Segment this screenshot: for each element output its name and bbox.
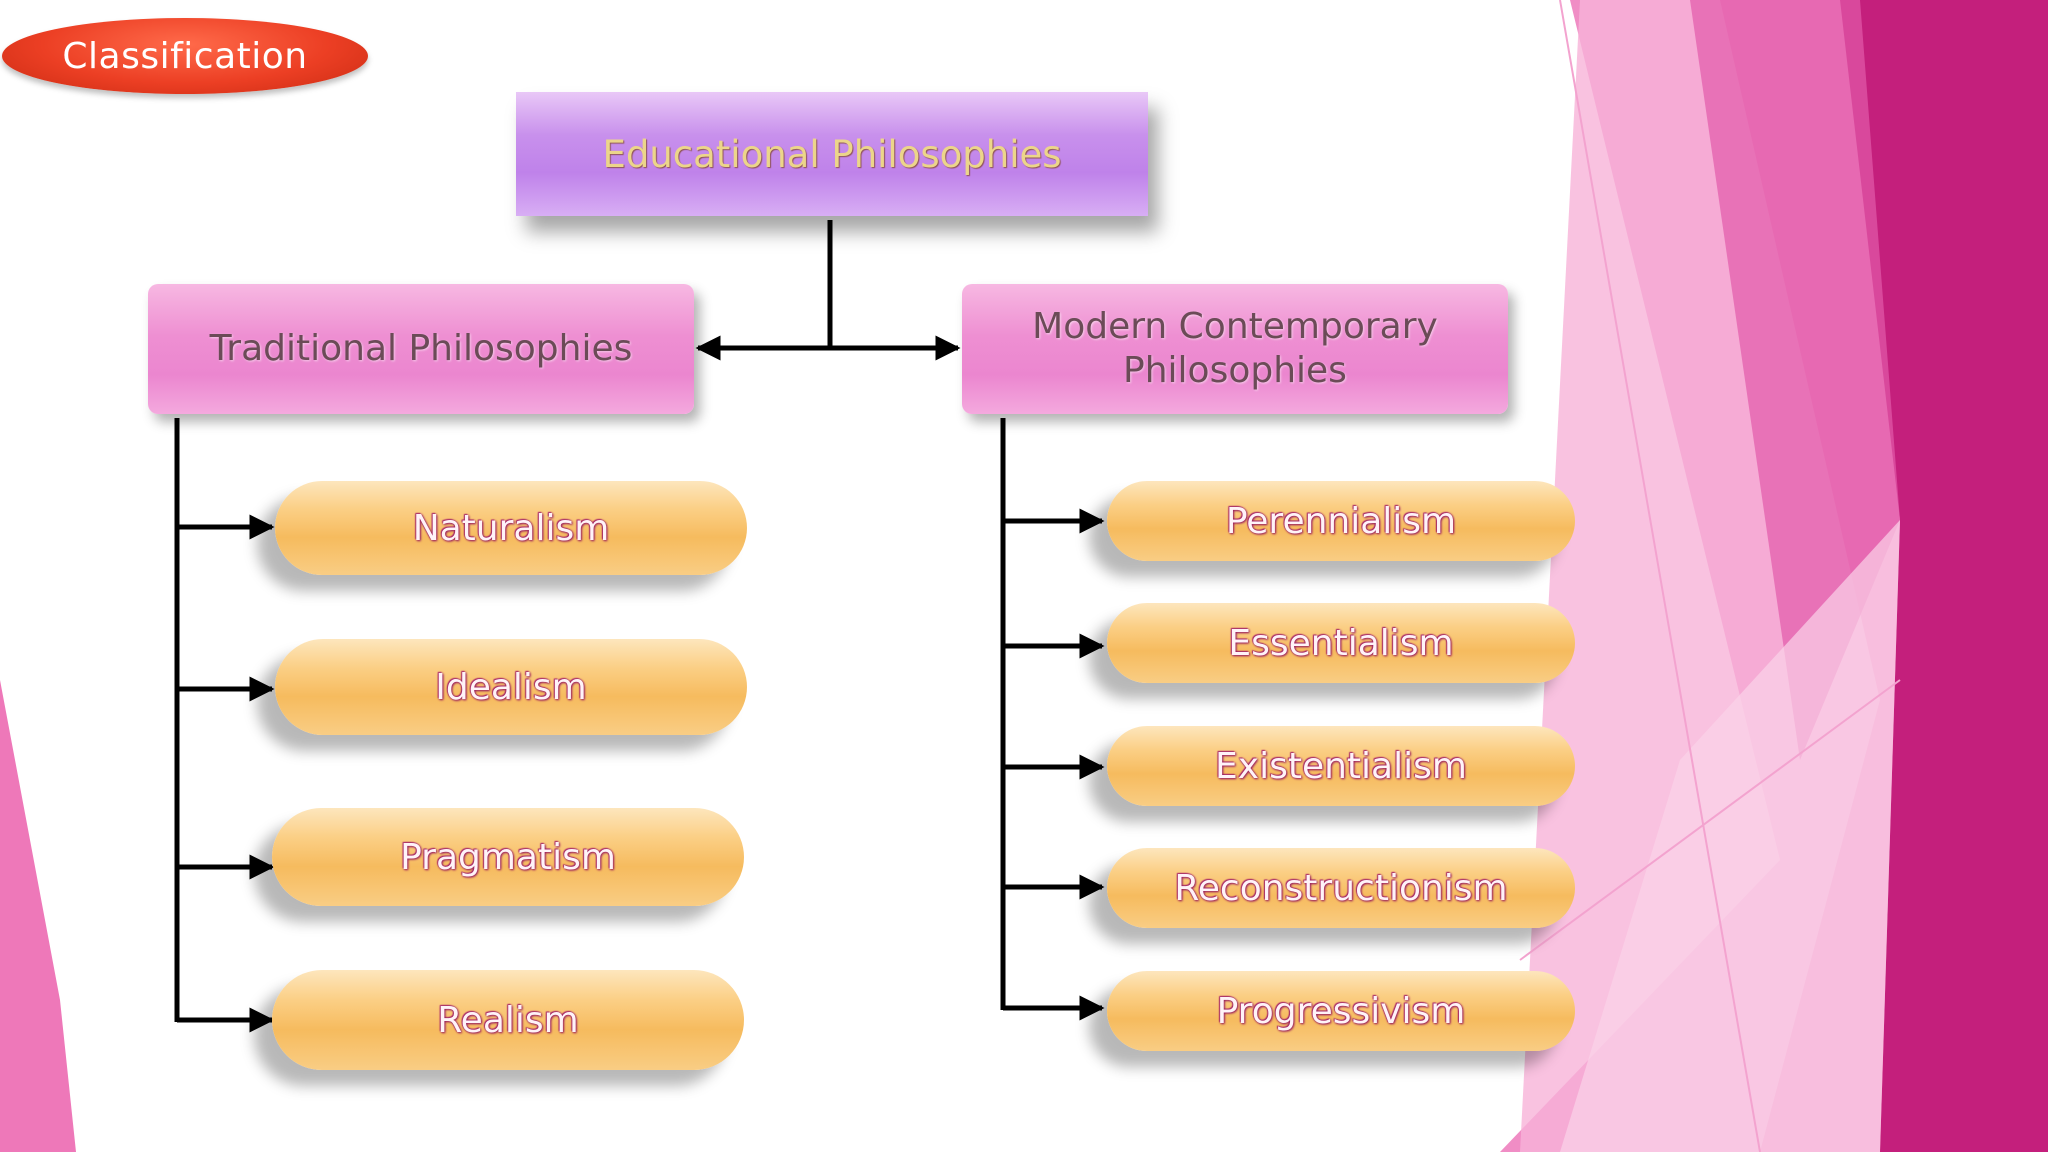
leaf-node-essentialism: Essentialism [1107,603,1575,683]
right-magenta-panel [1840,0,2048,1152]
right-thin-line [1559,0,1761,1152]
right-pale-facet [1560,520,1900,1152]
branch-node-traditional: Traditional Philosophies [148,284,694,414]
right-thin-line-2 [1519,679,1901,961]
classification-badge: Classification [2,18,368,94]
branch-node-modern: Modern Contemporary Philosophies [962,284,1508,414]
leaf-node-reconstructionism: Reconstructionism [1107,848,1575,928]
leaf-node-perennialism: Perennialism [1107,481,1575,561]
leaf-node-naturalism: Naturalism [275,481,747,575]
leaf-node-pragmatism: Pragmatism [272,808,744,906]
root-node-educational-philosophies: Educational Philosophies [516,92,1148,216]
right-mid-facet [1690,0,1900,760]
left-pink-sliver [0,680,76,1152]
leaf-node-realism: Realism [272,970,744,1070]
leaf-node-idealism: Idealism [275,639,747,735]
leaf-node-existentialism: Existentialism [1107,726,1575,806]
leaf-node-progressivism: Progressivism [1107,971,1575,1051]
